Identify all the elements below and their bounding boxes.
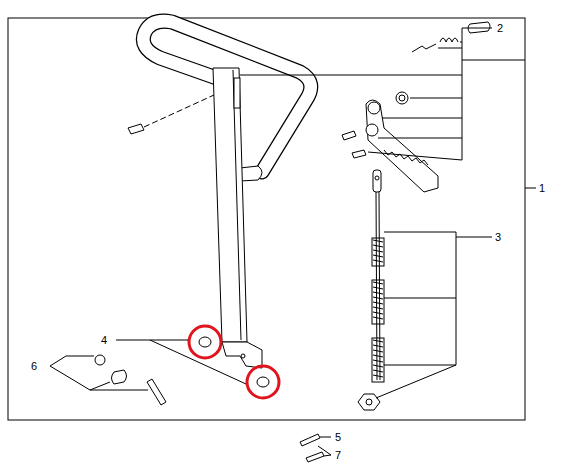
leader-line <box>376 365 456 398</box>
thread-stroke <box>373 312 383 314</box>
lever <box>366 100 438 192</box>
pin <box>342 131 356 140</box>
nut <box>396 92 408 104</box>
thread-stroke <box>373 282 383 284</box>
clip <box>412 44 436 52</box>
shaft-slot <box>234 78 240 108</box>
thread-outline <box>372 338 384 382</box>
pin <box>352 150 366 158</box>
nut <box>358 394 380 410</box>
thread-stroke <box>373 345 383 347</box>
pin <box>128 124 144 134</box>
pin <box>147 379 166 405</box>
callout-number: 6 <box>30 360 38 372</box>
rod-eye-hole <box>375 176 379 180</box>
rod-eye <box>373 170 381 192</box>
leader-line <box>66 356 94 357</box>
leader-line <box>384 298 456 299</box>
leader-line <box>462 60 525 61</box>
leader-line <box>456 237 492 238</box>
thread-stroke <box>373 307 383 309</box>
fork <box>222 342 262 368</box>
callout-number: 4 <box>100 334 108 346</box>
pin-axis <box>144 95 214 127</box>
spring <box>440 38 458 42</box>
thread-stroke <box>373 292 383 294</box>
leader-line <box>382 118 462 119</box>
pin <box>300 434 320 446</box>
thread-outline <box>372 280 384 324</box>
leader-line <box>50 356 66 366</box>
thread-stroke <box>373 317 383 319</box>
thread-stroke <box>373 355 383 357</box>
leader-line <box>525 188 536 189</box>
thread-stroke <box>373 245 383 247</box>
thread-stroke <box>373 260 383 262</box>
crossbar <box>240 166 262 181</box>
leader-line <box>150 340 246 384</box>
leader-line <box>438 48 462 49</box>
fork-hole <box>241 354 245 358</box>
leader-line <box>240 75 462 76</box>
leader-line <box>384 365 456 366</box>
callout-number: 3 <box>494 231 502 243</box>
clip <box>306 452 324 462</box>
thread-stroke <box>373 340 383 342</box>
callout-number: 1 <box>538 182 546 194</box>
roller <box>368 102 380 114</box>
lever-teeth <box>384 150 428 165</box>
bushing <box>257 377 269 387</box>
thread-stroke <box>373 240 383 242</box>
thread-stroke <box>373 302 383 304</box>
thread-stroke <box>373 250 383 252</box>
shaft <box>213 68 247 342</box>
nut-hole <box>366 399 372 405</box>
highlight-circle <box>189 326 221 358</box>
leader-line <box>50 366 90 390</box>
leader-line <box>460 42 462 43</box>
leader-line <box>368 152 462 160</box>
thread-stroke <box>373 360 383 362</box>
bushing <box>199 337 211 347</box>
thread-stroke <box>373 370 383 372</box>
leader-line <box>116 340 188 341</box>
thread-stroke <box>373 375 383 377</box>
leader-line <box>462 28 492 29</box>
highlight-circle <box>247 366 279 398</box>
rod <box>376 192 377 380</box>
roller <box>366 124 378 136</box>
shaft-edge <box>233 70 241 340</box>
thread-stroke <box>373 255 383 257</box>
leader-line <box>378 138 462 139</box>
leader-line <box>90 382 110 390</box>
thread-stroke <box>373 350 383 352</box>
leader-line <box>90 390 148 391</box>
thread-outline <box>372 238 384 266</box>
roller <box>112 370 127 384</box>
frame <box>8 18 525 420</box>
thread-stroke <box>373 297 383 299</box>
leader-line <box>318 446 331 455</box>
leader-line <box>384 232 456 233</box>
leader-line <box>324 455 331 456</box>
bushing <box>95 355 105 365</box>
thread-stroke <box>373 365 383 367</box>
leader-line <box>320 437 331 438</box>
callout-number: 5 <box>334 431 342 443</box>
callout-number: 2 <box>496 22 504 34</box>
callout-number: 7 <box>334 449 342 461</box>
rod-thread <box>372 238 384 382</box>
thread-stroke <box>373 287 383 289</box>
leader-line <box>410 98 462 99</box>
nut-hole <box>399 95 405 101</box>
